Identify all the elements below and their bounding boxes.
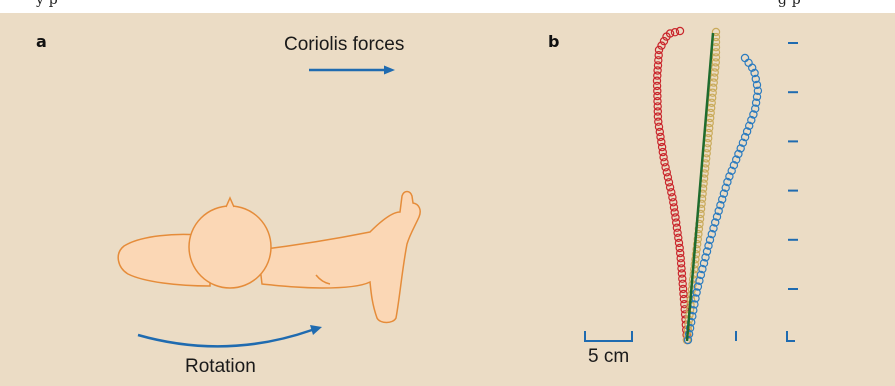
- coriolis-forces-label: Coriolis forces: [284, 34, 404, 55]
- panel-a-label: a: [36, 32, 47, 51]
- panel-b-label: b: [548, 32, 559, 51]
- background-panel: [0, 13, 895, 386]
- scale-bar-label: 5 cm: [588, 346, 629, 367]
- head: [189, 206, 271, 288]
- rotation-label: Rotation: [185, 356, 256, 377]
